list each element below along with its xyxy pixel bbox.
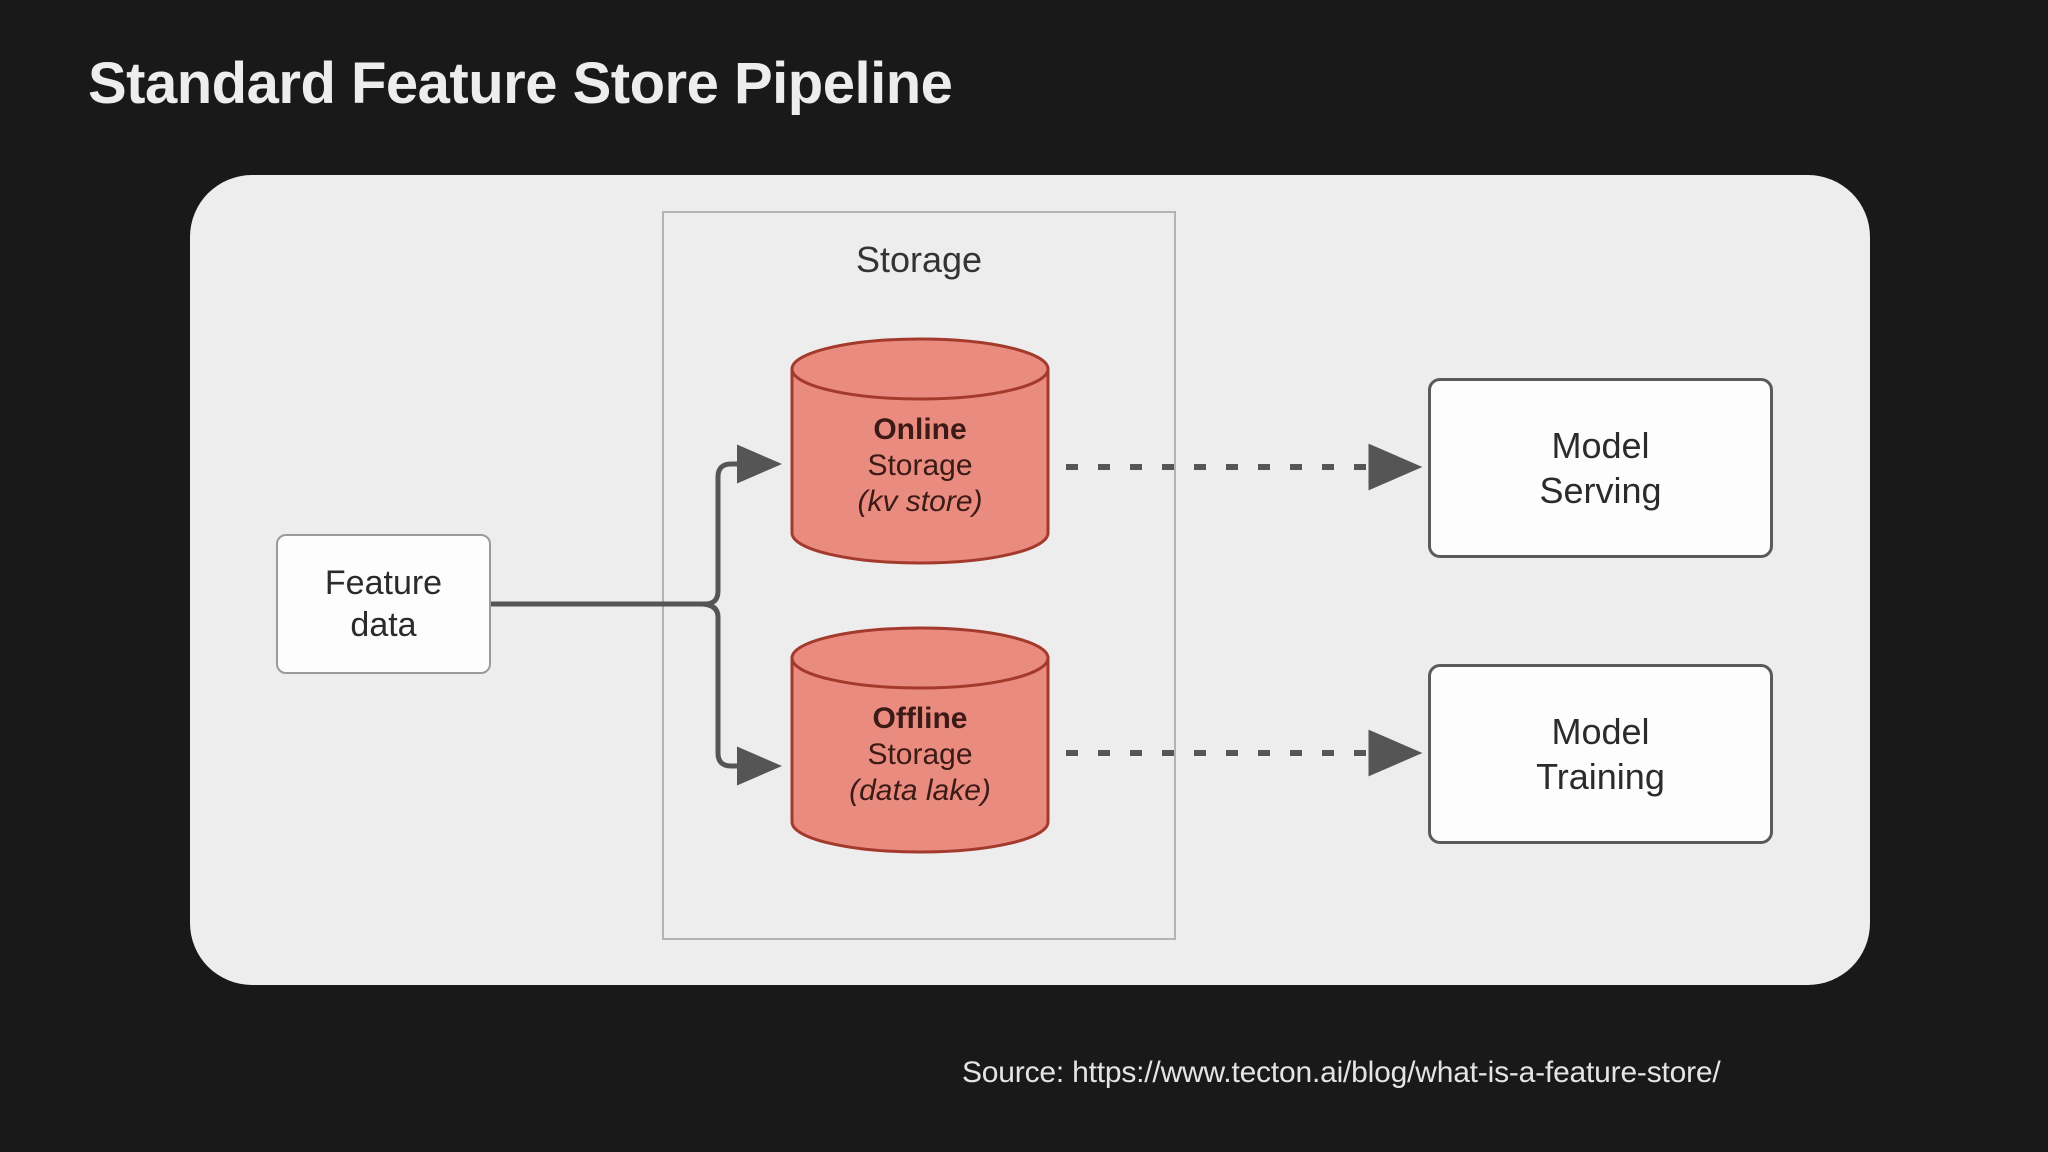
node-model-training-label: Model Training (1536, 709, 1665, 799)
node-feature-data-line1: Feature (324, 563, 443, 602)
diagram-panel: Storage Feature data Online Storage (kv … (190, 175, 1870, 985)
node-model-training-line2: Training (1536, 756, 1665, 797)
node-feature-data-line2: data (350, 606, 417, 644)
node-model-serving-line2: Serving (1539, 470, 1662, 511)
node-model-serving-line1: Model (1551, 425, 1650, 466)
source-caption: Source: https://www.tecton.ai/blog/what-… (962, 1056, 1721, 1089)
node-model-serving[interactable]: Model Serving (1428, 378, 1773, 558)
node-model-training-line1: Model (1551, 711, 1650, 752)
node-model-training[interactable]: Model Training (1428, 664, 1773, 844)
cylinder-shape-online (790, 337, 1050, 565)
node-feature-data-label: Feature data (325, 562, 442, 647)
node-online-storage[interactable]: Online Storage (kv store) (789, 336, 1051, 566)
node-model-serving-label: Model Serving (1539, 423, 1661, 513)
page-title: Standard Feature Store Pipeline (88, 51, 953, 116)
storage-group-label: Storage (855, 239, 983, 280)
cylinder-shape-offline (790, 626, 1050, 854)
node-offline-storage[interactable]: Offline Storage (data lake) (789, 625, 1051, 855)
node-feature-data[interactable]: Feature data (276, 534, 491, 674)
